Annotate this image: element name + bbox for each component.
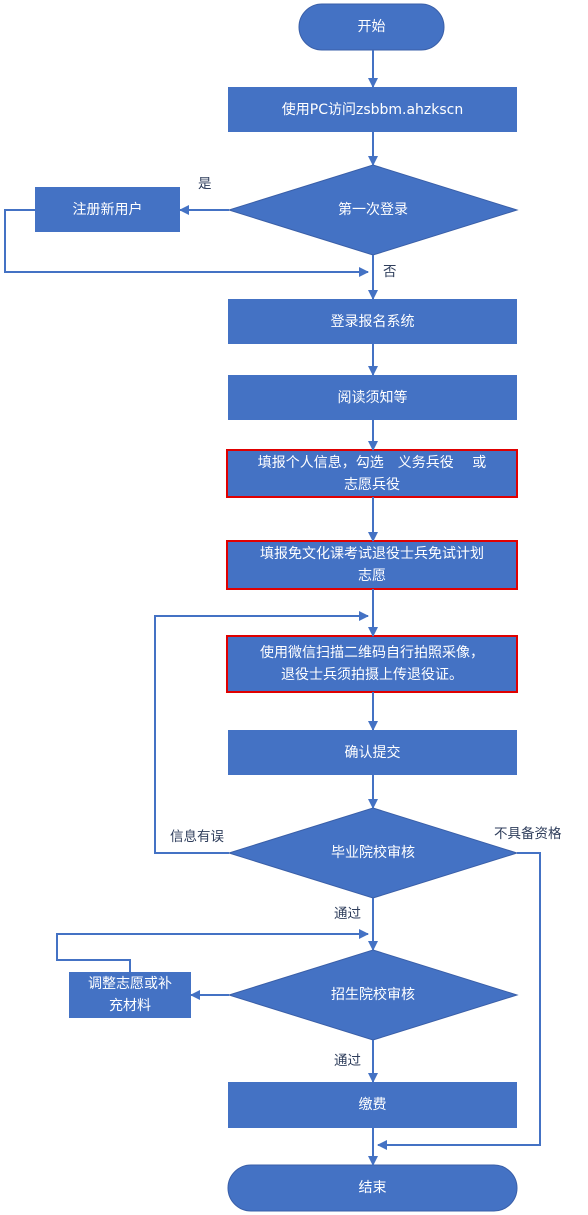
arrow-not-qualified: [377, 852, 541, 1150]
adjust-line2: 充材料: [109, 998, 151, 1014]
arrow-adjust-loop: [56, 929, 369, 972]
register-box: [35, 187, 180, 232]
adjust-label: 调整志愿或补 充材料: [69, 972, 191, 1018]
start-label: 开始: [357, 19, 386, 35]
fill-plan-line1: 填报免文化课考试退役士兵免试计划: [260, 546, 484, 562]
read-label: 阅读须知等: [337, 389, 408, 406]
fill-info-line2: 志愿兵役: [344, 476, 400, 493]
admission-review-label: 招生院校审核: [331, 987, 415, 1003]
fill-plan-label: 填报免文化课考试退役士兵免试计划 志愿: [227, 541, 517, 589]
pay-box: [228, 1082, 517, 1128]
edge-yes-label: 是: [198, 176, 212, 192]
confirm-box: [228, 730, 517, 775]
read-box: [228, 375, 517, 420]
school-review-label: 毕业院校审核: [331, 845, 415, 861]
scan-line2: 退役士兵须拍摄上传退役证。: [281, 667, 463, 683]
fill-info-label: 填报个人信息，勾选 义务兵役 或 志愿兵役: [227, 450, 517, 497]
confirm-label: 确认提交: [344, 744, 401, 761]
start-terminal: [298, 3, 445, 51]
edge-info-error-label: 信息有误: [170, 829, 224, 845]
adjust-box: [69, 972, 191, 1018]
edge-pass1-label: 通过: [334, 906, 361, 922]
first-login-label: 第一次登录: [338, 202, 408, 218]
edge-not-qualified-label: 不具备资格: [494, 826, 562, 842]
visit-label: 使用PC访问zsbbm.ahzkscn: [281, 101, 464, 118]
login-box: [228, 299, 517, 344]
visit-box: [228, 87, 517, 132]
adjust-line1: 调整志愿或补: [88, 976, 172, 992]
fill-plan-line2: 志愿: [358, 568, 386, 584]
scan-label: 使用微信扫描二维码自行拍照采像， 退役士兵须拍摄上传退役证。: [227, 636, 517, 692]
arrow-register-merge: [4, 209, 369, 277]
edge-no-label: 否: [383, 264, 397, 280]
scan-line1: 使用微信扫描二维码自行拍照采像，: [260, 645, 484, 661]
arrow-info-error-loop: [154, 611, 369, 854]
register-label: 注册新用户: [72, 201, 143, 218]
edge-pass2-label: 通过: [334, 1053, 361, 1069]
pay-label: 缴费: [358, 1097, 387, 1113]
login-label: 登录报名系统: [330, 313, 415, 330]
fill-info-line1: 填报个人信息，勾选 义务兵役 或: [257, 454, 487, 471]
end-label: 结束: [358, 1180, 387, 1196]
